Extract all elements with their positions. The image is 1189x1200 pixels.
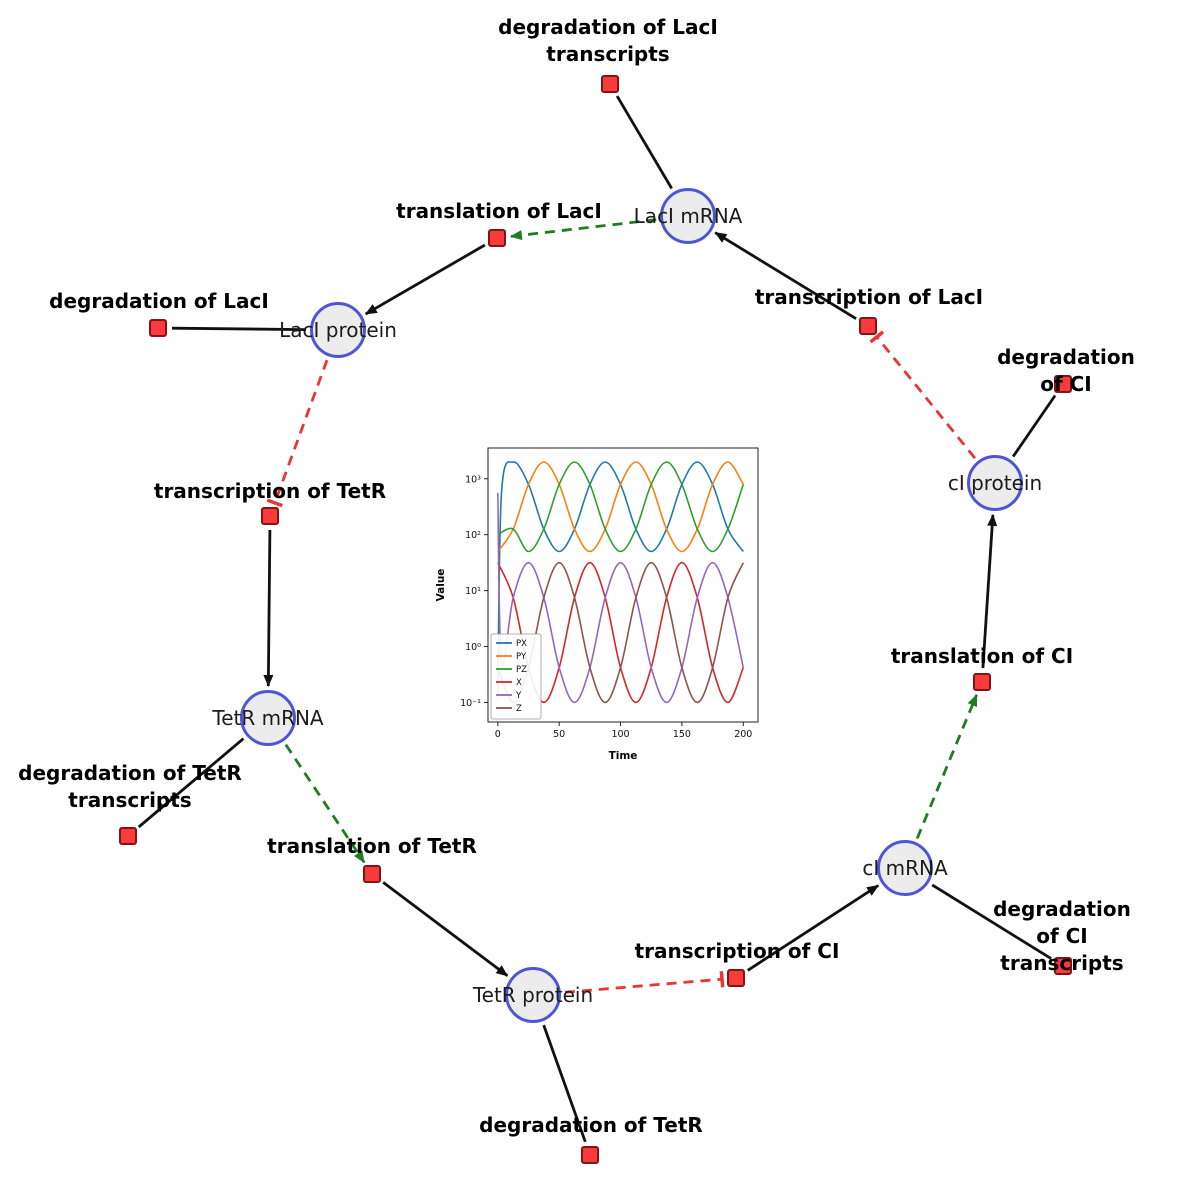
reaction-label-transl-ci: translation of CI bbox=[890, 644, 1074, 668]
x-axis-label: Time bbox=[609, 750, 638, 762]
x-tick-label: 150 bbox=[673, 729, 691, 740]
reaction-label-deg-tetr: degradation of TetR bbox=[479, 1113, 703, 1137]
edge-transl-laci-laci-protein bbox=[364, 243, 486, 316]
series-line-Y bbox=[497, 492, 745, 704]
series-line-PZ bbox=[497, 461, 745, 553]
y-tick-label: 10⁰ bbox=[465, 642, 481, 653]
reaction-node-deg-tetr[interactable] bbox=[581, 1146, 599, 1164]
reaction-node-transc-tetr[interactable] bbox=[261, 507, 279, 525]
series-line-PY bbox=[497, 461, 744, 553]
species-label-laci-mrna: LacI mRNA bbox=[633, 204, 743, 228]
species-label-ci-mrna: cI mRNA bbox=[862, 856, 948, 880]
edge-ci-protein-transc-laci bbox=[869, 330, 976, 459]
species-node-laci-protein[interactable] bbox=[310, 302, 366, 358]
legend-item-label: PY bbox=[516, 652, 527, 662]
y-tick-label: 10¹ bbox=[465, 586, 481, 597]
species-node-tetr-mrna[interactable] bbox=[240, 690, 296, 746]
reaction-node-transc-laci[interactable] bbox=[859, 317, 877, 335]
reaction-label-transc-tetr: transcription of TetR bbox=[153, 479, 387, 503]
reaction-label-transc-laci: transcription of LacI bbox=[754, 285, 984, 309]
reaction-node-transl-tetr[interactable] bbox=[363, 865, 381, 883]
reaction-label-deg-laci-transcripts: degradation of LacI transcripts bbox=[498, 15, 718, 66]
edge-ci-mrna-transl-ci bbox=[915, 693, 978, 839]
reaction-node-deg-ci[interactable] bbox=[1054, 375, 1072, 393]
reaction-node-deg-laci-transcripts[interactable] bbox=[601, 75, 619, 93]
species-label-laci-protein: LacI protein bbox=[279, 318, 397, 342]
y-tick-label: 10⁻¹ bbox=[460, 698, 481, 709]
edge-transl-tetr-tetr-protein bbox=[382, 881, 509, 977]
legend-item-label: Z bbox=[516, 704, 522, 714]
reaction-label-transl-tetr: translation of TetR bbox=[267, 834, 477, 858]
species-label-tetr-protein: TetR protein bbox=[472, 983, 594, 1007]
series-line-PX bbox=[497, 461, 744, 699]
species-label-ci-protein: cI protein bbox=[947, 471, 1043, 495]
series-line-Z bbox=[497, 561, 745, 704]
legend-item-label: PZ bbox=[516, 665, 527, 675]
legend-item-label: PX bbox=[516, 639, 527, 649]
y-tick-label: 10² bbox=[465, 530, 481, 541]
legend-item-label: X bbox=[516, 678, 522, 688]
reaction-node-transc-ci[interactable] bbox=[727, 969, 745, 987]
reaction-node-deg-laci[interactable] bbox=[149, 319, 167, 337]
legend-item-label: Y bbox=[515, 691, 522, 701]
chart-legend: PX PY PZ XYZ bbox=[490, 633, 542, 720]
reaction-label-deg-ci: degradation of CI bbox=[997, 345, 1135, 396]
species-node-ci-protein[interactable] bbox=[967, 455, 1023, 511]
reaction-label-transl-laci: translation of LacI bbox=[396, 199, 602, 223]
reaction-node-deg-tetr-transcripts[interactable] bbox=[119, 827, 137, 845]
x-tick-label: 50 bbox=[553, 729, 565, 740]
reaction-label-deg-tetr-transcripts: degradation of TetR transcripts bbox=[18, 761, 242, 812]
species-node-tetr-protein[interactable] bbox=[505, 967, 561, 1023]
y-axis-label: Value bbox=[435, 569, 447, 602]
y-tick-label: 10³ bbox=[465, 474, 481, 485]
reaction-label-transc-ci: transcription of CI bbox=[634, 939, 840, 963]
x-tick-label: 0 bbox=[495, 729, 501, 740]
reaction-node-transl-ci[interactable] bbox=[973, 673, 991, 691]
species-label-tetr-mrna: TetR mRNA bbox=[212, 706, 324, 730]
reaction-node-transl-laci[interactable] bbox=[488, 229, 506, 247]
x-tick-label: 100 bbox=[611, 729, 629, 740]
species-node-laci-mrna[interactable] bbox=[660, 188, 716, 244]
edge-ci-protein-deg-ci bbox=[1011, 394, 1057, 458]
edge-laci-mrna-deg-laci-transcripts bbox=[615, 95, 673, 190]
reaction-label-deg-laci: degradation of LacI bbox=[49, 289, 269, 313]
x-tick-label: 200 bbox=[734, 729, 752, 740]
reaction-node-deg-ci-transcripts[interactable] bbox=[1054, 957, 1072, 975]
reaction-label-deg-ci-transcripts: degradation of CI transcripts bbox=[993, 897, 1131, 975]
edge-transc-tetr-tetr-mrna bbox=[263, 529, 274, 687]
species-node-ci-mrna[interactable] bbox=[877, 840, 933, 896]
